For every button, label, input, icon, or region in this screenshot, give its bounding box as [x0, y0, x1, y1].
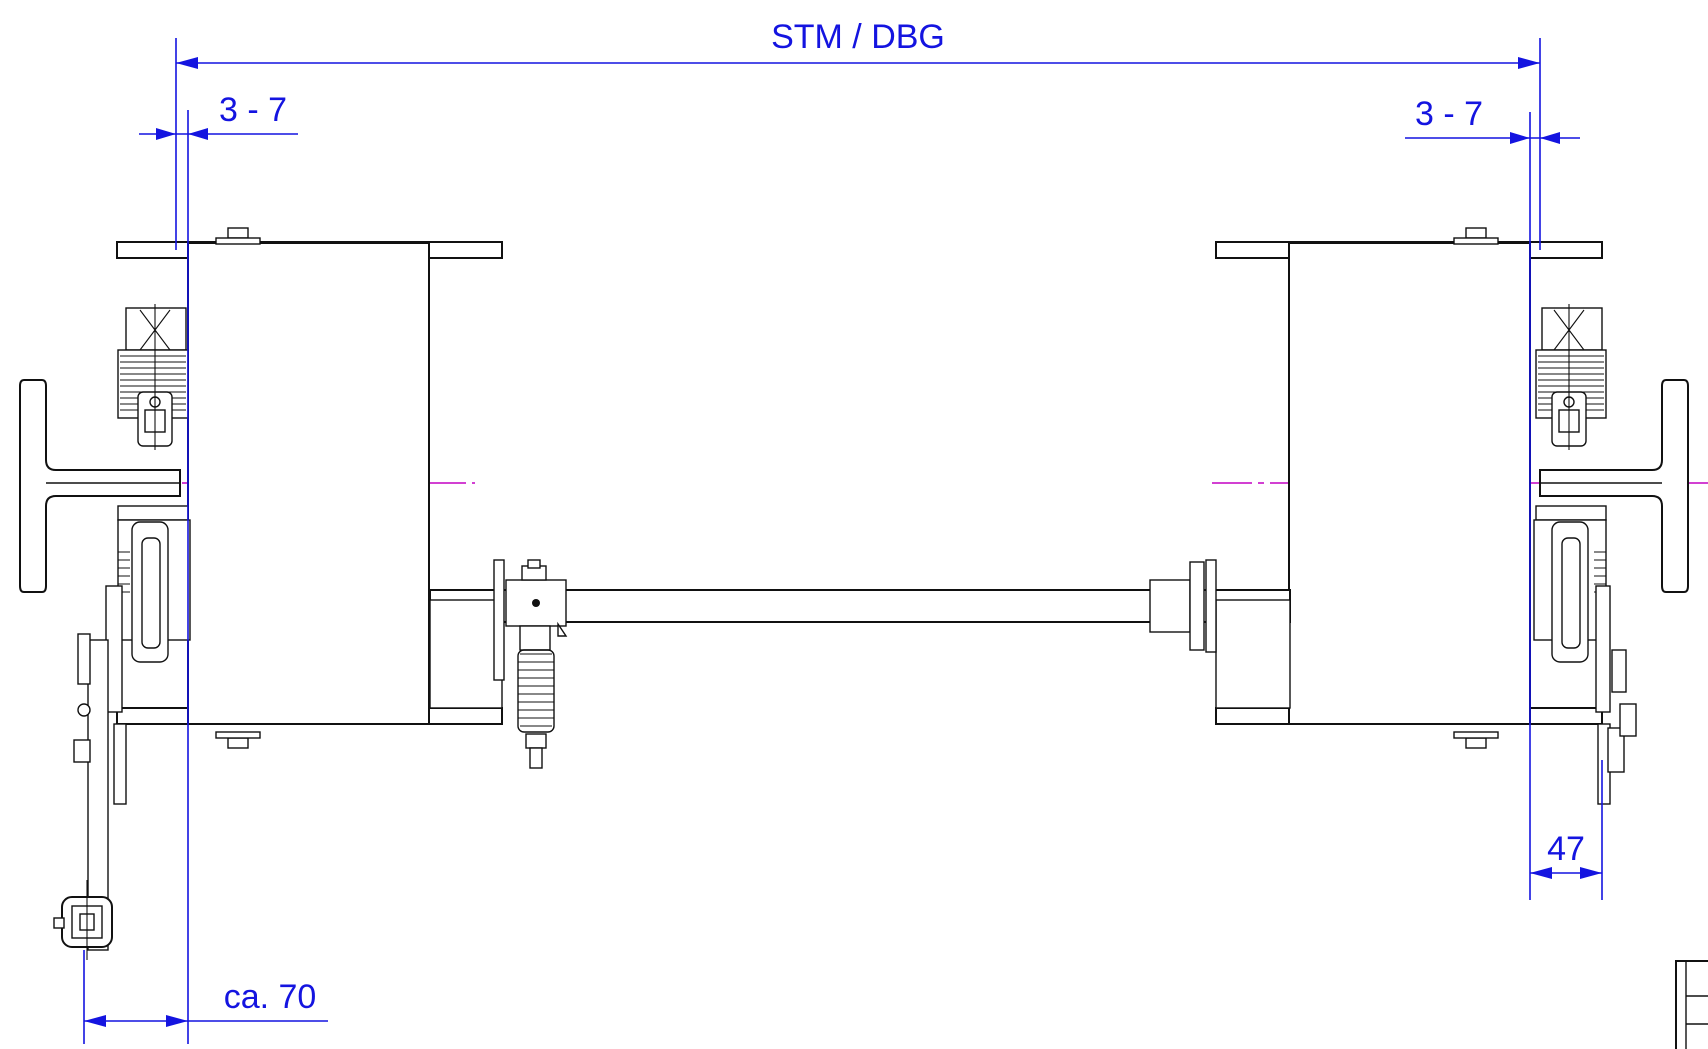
right-lower-clamp — [1533, 505, 1607, 663]
title-block-corner — [1675, 960, 1708, 1049]
left-lower-lug — [113, 723, 127, 805]
dimension-left-gap: 3 - 7 — [139, 91, 298, 1044]
right-carriage-assembly — [1215, 227, 1689, 805]
compression-spring — [518, 653, 554, 727]
dimension-overall: STM / DBG — [175, 18, 1541, 250]
dimension-right-offset-label: 47 — [1547, 830, 1585, 868]
left-carriage-assembly — [19, 227, 503, 960]
left-top-bolt — [215, 227, 261, 245]
left-t-handle — [19, 379, 181, 593]
left-main-body — [187, 242, 430, 725]
right-t-handle — [1539, 379, 1689, 593]
left-sensor — [53, 880, 113, 960]
left-upper-clamp — [117, 304, 189, 450]
dimension-left-offset-label: ca. 70 — [224, 978, 317, 1016]
right-main-body — [1288, 242, 1531, 725]
dimension-overall-label: STM / DBG — [771, 18, 945, 56]
right-top-bolt — [1453, 227, 1499, 245]
dimension-right-offset: 47 — [1530, 760, 1603, 900]
dimension-right-gap: 3 - 7 — [1405, 95, 1580, 900]
right-upper-clamp — [1535, 304, 1607, 450]
right-sensor — [1607, 649, 1637, 773]
left-bottom-bolt — [215, 731, 261, 749]
dimension-left-offset: ca. 70 — [83, 950, 328, 1044]
right-bottom-bolt — [1453, 731, 1499, 749]
left-lower-clamp — [117, 505, 191, 663]
dimension-right-gap-label: 3 - 7 — [1415, 95, 1483, 133]
dimension-left-gap-label: 3 - 7 — [219, 91, 287, 129]
right-shaft-mount — [1215, 599, 1291, 709]
shaft-spring-lock — [493, 559, 568, 769]
right-side-bracket — [1595, 585, 1611, 713]
connecting-shaft — [429, 559, 1291, 709]
left-lever-arm — [53, 633, 113, 960]
left-shaft-mount — [429, 599, 503, 709]
shaft-collar — [1149, 579, 1191, 633]
